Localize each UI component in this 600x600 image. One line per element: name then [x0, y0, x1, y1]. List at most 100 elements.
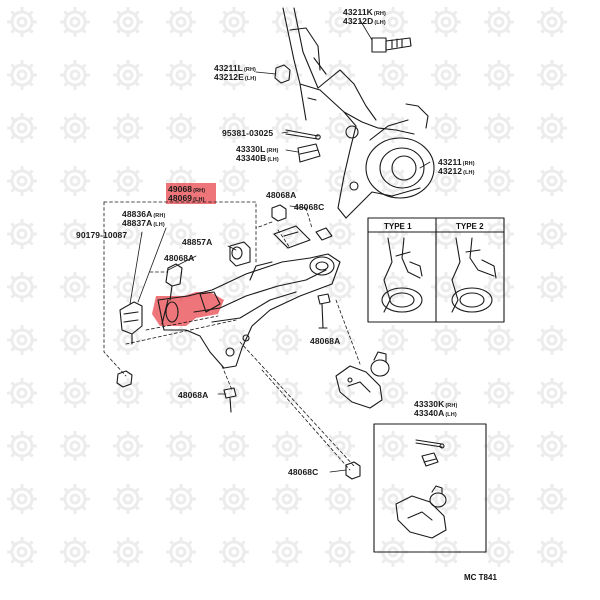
- gear-wrench-icon: [431, 60, 461, 90]
- gear-wrench-icon: [378, 325, 408, 355]
- gear-wrench-icon: [166, 113, 196, 143]
- nut-left-bottom: [116, 370, 133, 388]
- gear-wrench-icon: [219, 537, 249, 567]
- gear-wrench-icon: [537, 537, 567, 567]
- gear-wrench-icon: [113, 166, 143, 196]
- gear-wrench-icon: [166, 60, 196, 90]
- gear-wrench-icon: [7, 113, 37, 143]
- gear-wrench-icon: [325, 537, 355, 567]
- dashed-leaders: [103, 201, 361, 471]
- gear-wrench-icon: [219, 7, 249, 37]
- plate-48068c: [273, 225, 333, 249]
- gear-wrench-icon: [325, 272, 355, 302]
- gear-wrench-icon: [113, 484, 143, 514]
- bolt-43211k: [371, 37, 412, 53]
- gear-wrench-icon: [272, 325, 302, 355]
- gear-wrench-icon: [537, 219, 567, 249]
- gear-wrench-icon: [484, 7, 514, 37]
- gear-wrench-icon: [484, 166, 514, 196]
- gear-wrench-icon: [219, 431, 249, 461]
- gear-wrench-icon: [166, 378, 196, 408]
- label-49068: 49068(RH): [168, 184, 206, 195]
- label-43211l: 43211L(RH): [214, 63, 256, 74]
- leader-lines-top: [255, 19, 431, 169]
- gear-wrench-icon: [60, 166, 90, 196]
- gear-wrench-icon: [484, 325, 514, 355]
- gear-wrench-icon: [431, 431, 461, 461]
- castle-nut-43330l: [297, 143, 321, 163]
- type-1-title: TYPE 1: [384, 222, 412, 231]
- gear-wrench-icon: [537, 431, 567, 461]
- gear-wrench-icon: [272, 484, 302, 514]
- label-43212: 43212(LH): [438, 166, 475, 177]
- bracket-48836a: [119, 301, 143, 345]
- gear-wrench-icon: [431, 166, 461, 196]
- gear-wrench-icon: [272, 166, 302, 196]
- type-box: [367, 217, 505, 323]
- bolt-48068a-upper: [165, 263, 183, 301]
- gear-wrench-icon: [60, 537, 90, 567]
- label-48068c-bottom: 48068C: [288, 467, 319, 477]
- diagram-code: MC T841: [464, 573, 497, 582]
- steering-knuckle: [282, 7, 435, 219]
- gear-wrench-icon: [484, 272, 514, 302]
- gear-wrench-icon: [7, 537, 37, 567]
- gear-wrench-icon: [219, 166, 249, 196]
- lower-control-arm: [157, 253, 341, 369]
- label-90179: 90179-10087: [76, 230, 128, 240]
- gear-wrench-icon: [219, 113, 249, 143]
- gear-wrench-icon: [7, 378, 37, 408]
- gear-wrench-icon: [113, 219, 143, 249]
- label-43212e: 43212E(LH): [214, 72, 257, 83]
- label-48837a: 48837A(LH): [122, 218, 165, 229]
- label-43212d: 43212D(LH): [343, 16, 386, 27]
- gear-wrench-icon: [7, 272, 37, 302]
- bolt-48068a-bottom: [223, 387, 237, 413]
- gear-wrench-icon: [378, 431, 408, 461]
- gear-wrench-icon: [431, 378, 461, 408]
- gear-wrench-icon: [537, 113, 567, 143]
- label-95381: 95381-03025: [222, 128, 274, 138]
- nut-48068a-top: [271, 204, 287, 222]
- gear-wrench-icon: [272, 60, 302, 90]
- gear-wrench-icon: [325, 60, 355, 90]
- gear-wrench-icon: [166, 219, 196, 249]
- gear-wrench-icon: [113, 325, 143, 355]
- gear-wrench-icon: [113, 113, 143, 143]
- gear-wrench-icon: [7, 166, 37, 196]
- label-48857a: 48857A: [182, 237, 213, 247]
- bushing-48857a: [229, 241, 251, 267]
- gear-wrench-icon: [7, 431, 37, 461]
- label-48068a-mid: 48068A: [310, 336, 341, 346]
- gear-wrench-icon: [537, 60, 567, 90]
- gear-wrench-icon: [378, 378, 408, 408]
- gear-wrench-icon: [537, 272, 567, 302]
- part-number-highlight: [166, 183, 216, 204]
- label-48069: 48069(LH): [168, 193, 205, 204]
- label-43330l: 43330L(RH): [236, 144, 279, 155]
- label-48068c-top: 48068C: [294, 202, 325, 212]
- gear-wrench-icon: [537, 166, 567, 196]
- detail-box: [373, 423, 487, 553]
- gear-wrench-icon: [113, 537, 143, 567]
- gear-wrench-icon: [325, 113, 355, 143]
- gear-wrench-icon: [325, 166, 355, 196]
- cotter-pin: [285, 129, 321, 140]
- gear-wrench-icon: [7, 484, 37, 514]
- gear-wrench-icon: [537, 484, 567, 514]
- gear-wrench-icon: [60, 431, 90, 461]
- gear-wrench-icon: [484, 60, 514, 90]
- gear-wrench-icon: [378, 7, 408, 37]
- nut-43211l: [274, 64, 291, 84]
- gear-wrench-icon: [431, 325, 461, 355]
- gear-wrench-icon: [113, 378, 143, 408]
- gear-wrench-icon: [431, 484, 461, 514]
- gear-wrench-icon: [7, 7, 37, 37]
- gear-wrench-icon: [60, 272, 90, 302]
- gear-wrench-icon: [113, 60, 143, 90]
- gear-wrench-icon: [60, 219, 90, 249]
- solid-leaders: [129, 205, 347, 473]
- gear-wrench-icon: [484, 484, 514, 514]
- gear-wrench-icon: [537, 325, 567, 355]
